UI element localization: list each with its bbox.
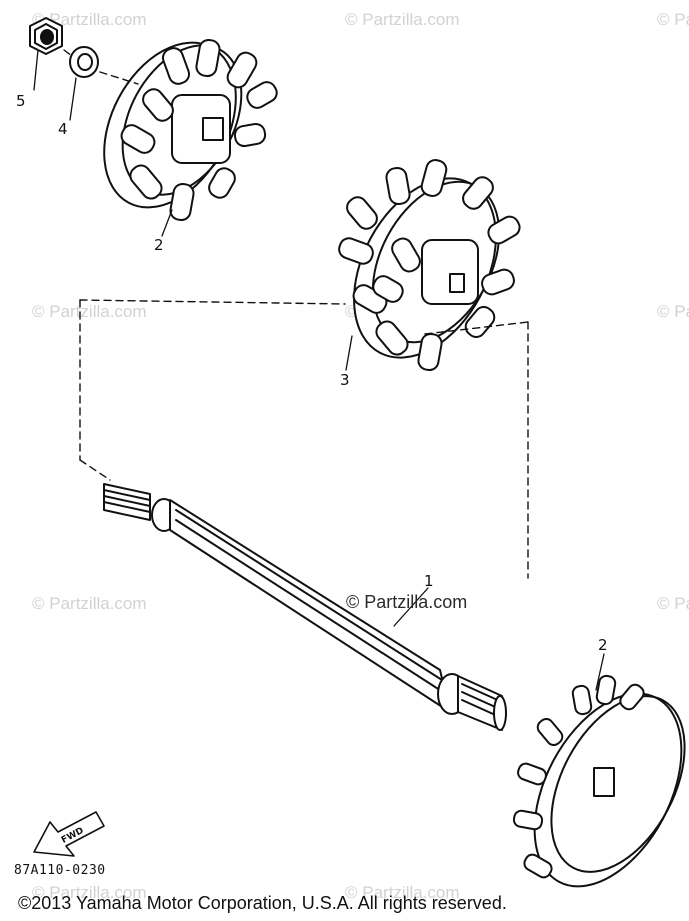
watermark: © Partzilla.com (345, 10, 460, 29)
watermark-main: © Partzilla.com (346, 592, 468, 612)
fwd-arrow-icon (33, 811, 105, 857)
drawing-number: 87A110-0230 (14, 863, 106, 878)
watermark: © Partzilla.com (345, 883, 460, 902)
drive-shaft-part-1 (103, 483, 507, 731)
callout-label: 2 (598, 636, 608, 654)
callout-leaders (33, 49, 605, 691)
watermark: © Partzilla.com (32, 883, 147, 902)
callout-label: 1 (424, 572, 434, 590)
fwd-label: FWD (60, 826, 85, 846)
callout-label: 5 (16, 92, 26, 110)
copyright-notice: ©2013 Yamaha Motor Corporation, U.S.A. A… (18, 893, 507, 913)
sprocket-part-2-lower (512, 674, 686, 888)
callout-label: 4 (58, 120, 68, 138)
watermark: © Partzilla.com (657, 594, 689, 613)
watermark: © Partzilla.com (32, 594, 147, 613)
callout-label: 2 (154, 236, 164, 254)
assembly-guide-lines (63, 49, 529, 579)
sprocket-part-3 (338, 159, 521, 372)
watermark: © Partzilla.com (32, 302, 147, 321)
watermark: © Partzilla.com (657, 10, 689, 29)
washer-part-4 (69, 46, 99, 78)
nut-part-5 (29, 17, 63, 55)
callout-label: 3 (340, 371, 350, 389)
watermark: © Partzilla.com (657, 302, 689, 321)
